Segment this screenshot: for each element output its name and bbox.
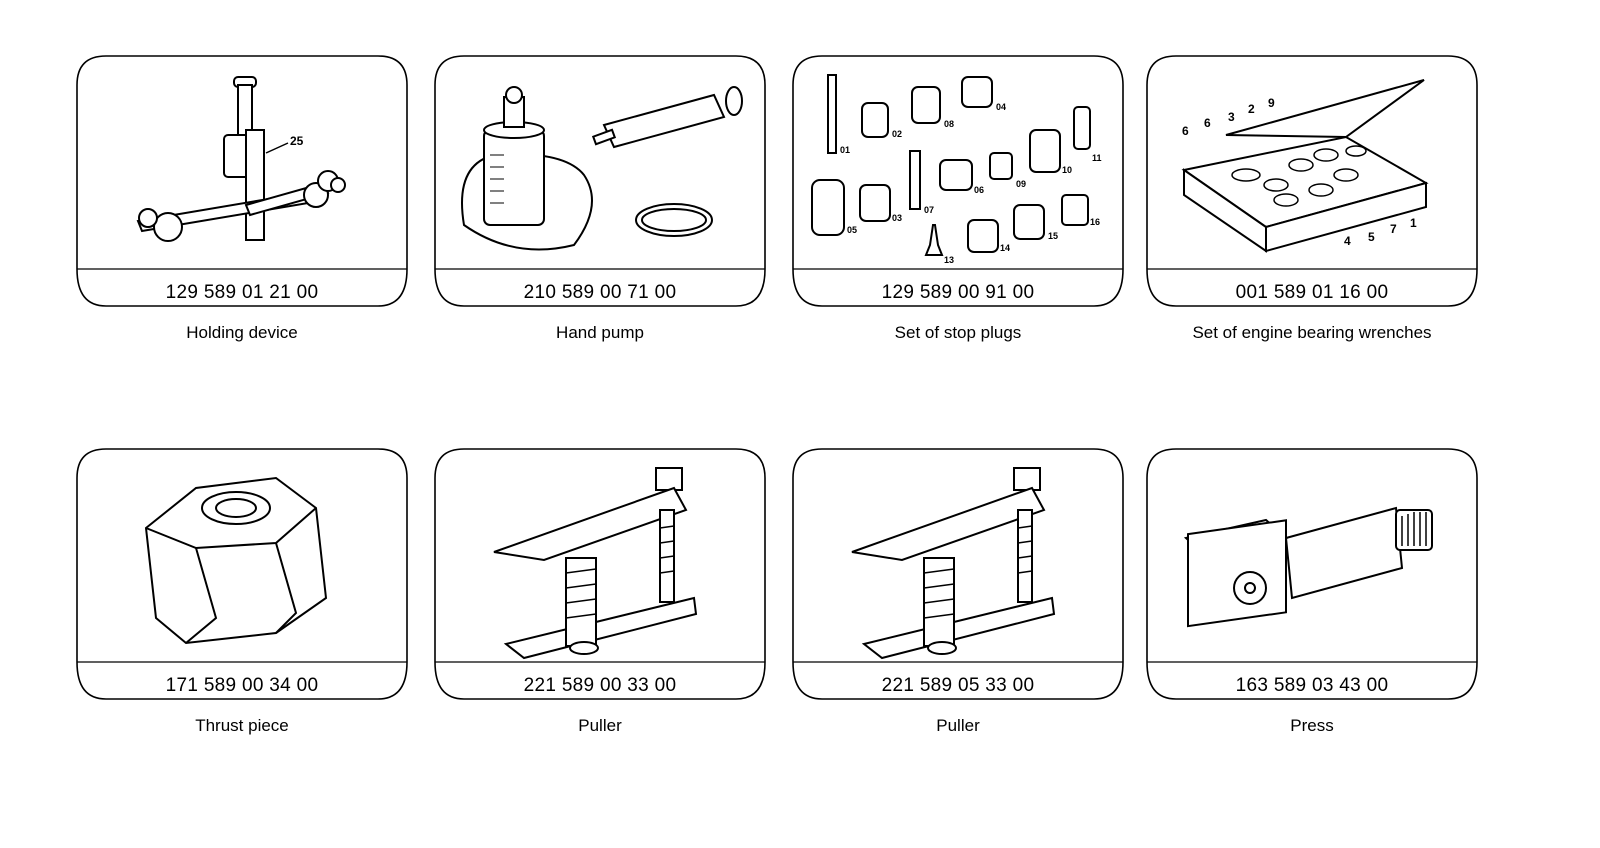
svg-text:9: 9: [1268, 96, 1275, 110]
tool-card-press: 163 589 03 43 00: [1146, 448, 1478, 700]
card-frame: [1146, 448, 1478, 700]
svg-text:7: 7: [1390, 222, 1397, 236]
part-number: 001 589 01 16 00: [1235, 282, 1389, 303]
puller-illustration: [851, 467, 1056, 660]
holding-device-illustration: 25: [136, 76, 346, 242]
card-frame: [434, 448, 766, 700]
svg-text:05: 05: [847, 225, 857, 235]
press-illustration: [1183, 506, 1433, 628]
tool-name: Hand pump: [556, 323, 644, 342]
card-frame: [792, 55, 1124, 307]
tool-name: Puller: [936, 716, 980, 735]
svg-text:11: 11: [1092, 153, 1102, 163]
tool-name: Holding device: [186, 323, 298, 342]
card-frame: [434, 55, 766, 307]
svg-text:5: 5: [1368, 230, 1375, 244]
tool-card-bearing-wrenches: 6 6 3 2 9 4 5 7 1 001 589 01 16 00: [1146, 55, 1478, 307]
tool-card-puller-2: 221 589 05 33 00: [792, 448, 1124, 700]
svg-text:09: 09: [1016, 179, 1026, 189]
svg-text:6: 6: [1204, 116, 1211, 130]
svg-text:15: 15: [1048, 231, 1058, 241]
svg-text:10: 10: [1062, 165, 1072, 175]
tool-name: Press: [1290, 716, 1334, 735]
part-number: 171 589 00 34 00: [165, 675, 319, 696]
svg-text:02: 02: [892, 129, 902, 139]
tool-card-puller-1: 221 589 00 33 00: [434, 448, 766, 700]
tool-name: Set of stop plugs: [894, 323, 1022, 342]
tool-card-thrust-piece: 171 589 00 34 00: [76, 448, 408, 700]
svg-text:03: 03: [892, 213, 902, 223]
hand-pump-illustration: [461, 86, 743, 251]
tool-name: Puller: [578, 716, 622, 735]
card-frame: [1146, 55, 1478, 307]
part-number: 210 589 00 71 00: [523, 282, 677, 303]
part-number: 221 589 00 33 00: [523, 675, 677, 696]
card-frame: [792, 448, 1124, 700]
svg-text:04: 04: [996, 102, 1006, 112]
part-number: 129 589 00 91 00: [881, 282, 1035, 303]
svg-text:01: 01: [840, 145, 850, 155]
svg-text:4: 4: [1344, 234, 1351, 248]
part-number: 163 589 03 43 00: [1235, 675, 1389, 696]
svg-text:06: 06: [974, 185, 984, 195]
svg-text:16: 16: [1090, 217, 1100, 227]
svg-text:2: 2: [1248, 102, 1255, 116]
svg-text:07: 07: [924, 205, 934, 215]
tool-card-stop-plugs: 01 02 03 04 05 06 07 08 09 10 11 13 14 1…: [792, 55, 1124, 307]
svg-text:6: 6: [1182, 124, 1189, 138]
part-number: 221 589 05 33 00: [881, 675, 1035, 696]
thrust-piece-illustration: [144, 476, 328, 645]
part-number: 129 589 01 21 00: [165, 282, 319, 303]
bearing-wrench-set-illustration: 6 6 3 2 9 4 5 7 1: [1181, 79, 1429, 253]
card-frame: [76, 448, 408, 700]
card-frame: [76, 55, 408, 307]
svg-text:14: 14: [1000, 243, 1010, 253]
tool-card-hand-pump: 210 589 00 71 00: [434, 55, 766, 307]
tool-name: Thrust piece: [195, 716, 289, 735]
stop-plugs-illustration: 01 02 03 04 05 06 07 08 09 10 11 13 14 1…: [811, 74, 1102, 265]
svg-text:3: 3: [1228, 110, 1235, 124]
tool-card-holding-device: 25 129 589 01 21 00: [76, 55, 408, 307]
tool-name: Set of engine bearing wrenches: [1192, 323, 1432, 342]
puller-illustration: [493, 467, 698, 660]
svg-text:1: 1: [1410, 216, 1417, 230]
svg-text:25: 25: [290, 134, 304, 148]
svg-text:13: 13: [944, 255, 954, 265]
svg-text:08: 08: [944, 119, 954, 129]
